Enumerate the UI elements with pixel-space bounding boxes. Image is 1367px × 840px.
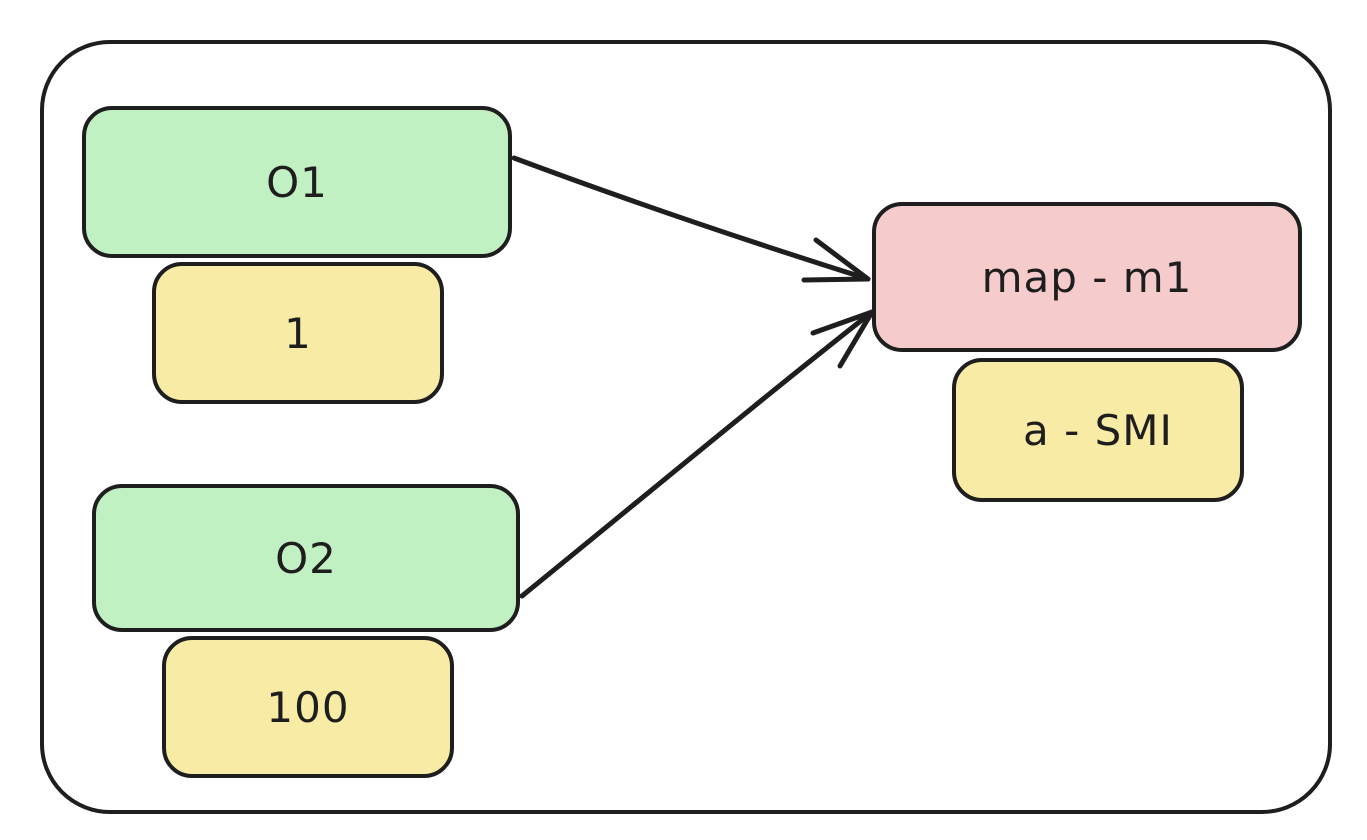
object-o1-value-box: 1 xyxy=(152,262,444,404)
map-m1-label: map - m1 xyxy=(981,252,1193,302)
map-m1-value-box: a - SMI xyxy=(952,358,1244,502)
map-m1-box: map - m1 xyxy=(872,202,1302,352)
object-o2-label: O2 xyxy=(275,533,337,583)
object-o1-box: O1 xyxy=(82,106,512,258)
object-o1-label: O1 xyxy=(266,157,328,207)
object-o1-value: 1 xyxy=(284,308,312,358)
outer-frame xyxy=(40,40,1332,814)
object-o2-value: 100 xyxy=(266,682,350,732)
object-o2-box: O2 xyxy=(92,484,520,632)
map-m1-value: a - SMI xyxy=(1023,405,1173,455)
object-o2-value-box: 100 xyxy=(162,636,454,778)
